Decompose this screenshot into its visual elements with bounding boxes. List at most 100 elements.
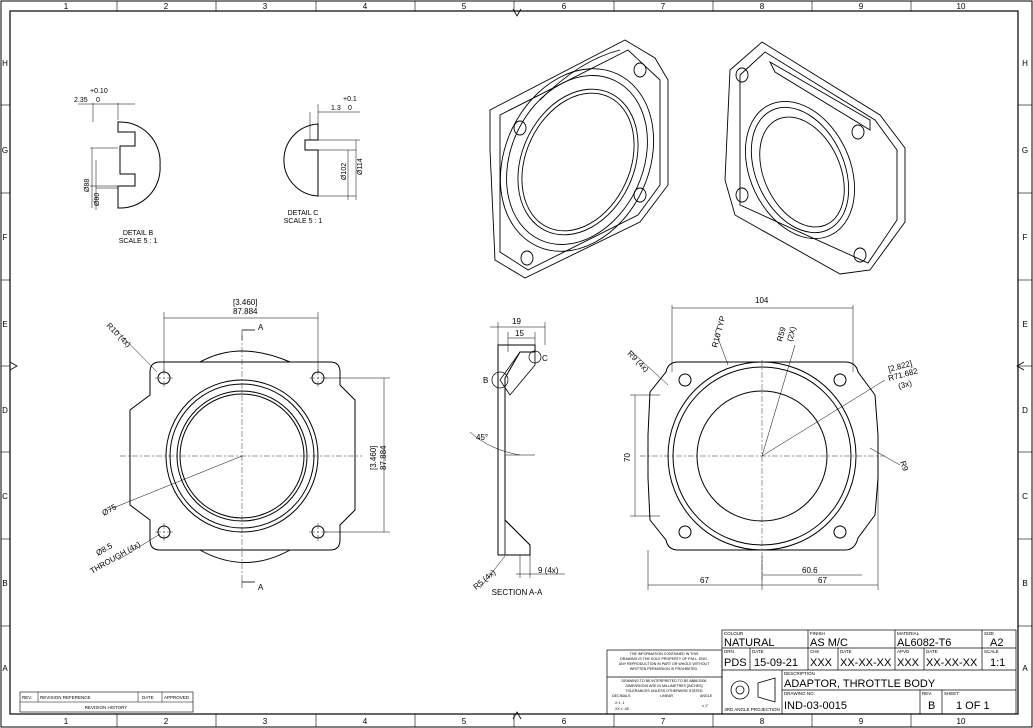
col-label-6-bottom: 6 [562, 717, 567, 726]
tol-x: .X ± .1 [614, 701, 624, 705]
notice-4: WRITTEN PERMISSION IS PROHIBITED. [630, 667, 698, 671]
row-label-c-right: C [1022, 492, 1028, 501]
front-view: [3.460] 87.884 [3.460] 87.884 R10 (4x) A… [89, 298, 390, 592]
col-label-8: 8 [760, 2, 765, 11]
chk-value: XXX [810, 657, 833, 669]
section-dim-inner: 15 [515, 329, 524, 338]
rev-value: B [928, 700, 935, 712]
detail-b-dia-2: Ø80 [94, 193, 101, 206]
description-value: ADAPTOR, THROTTLE BODY [784, 678, 936, 690]
sheet-label: SHEET [944, 691, 959, 696]
projection-label: 3RD ANGLE PROJECTION [724, 707, 780, 712]
front-holes-note: THROUGH (4x) [89, 540, 143, 576]
finish-label: FINISH [810, 631, 825, 636]
rear-width: 104 [755, 296, 769, 305]
rear-view: 104 R10 TYP R59 (2X) R9 (4x) [2.822] R71… [623, 296, 919, 590]
row-label-a-right: A [1022, 664, 1028, 673]
isometric-view-rear [724, 41, 906, 275]
row-label-f: F [3, 233, 8, 242]
detail-b-depth: 2.35 [74, 97, 88, 104]
rear-dim-a: 60.6 [802, 566, 818, 575]
col-label-7-bottom: 7 [661, 717, 666, 726]
detail-c-depth: 1.3 [331, 105, 341, 112]
drawing-no-value: IND-03-0015 [784, 700, 847, 712]
rear-dim-left: 67 [700, 576, 709, 585]
col-label-4: 4 [363, 2, 368, 11]
scale-label: SCALE [984, 649, 999, 654]
notice-6: DIMENSIONS ARE IN MILLIMETRES [INCHES] [625, 684, 702, 688]
detail-b-tol-upper: +0.10 [90, 88, 108, 95]
col-label-5-bottom: 5 [462, 717, 467, 726]
detail-c-tol-upper: +0.1 [343, 96, 357, 103]
detail-b: +0.10 0 2.35 Ø88 Ø80 DETAIL B SCALE 5 : … [74, 88, 161, 245]
tol-linear: LINEAR [660, 694, 673, 698]
front-width-ref: [3.460] [233, 298, 257, 307]
detail-b-title: DETAIL B [123, 230, 154, 237]
section-label-c: C [542, 354, 548, 363]
col-label-3-bottom: 3 [263, 717, 268, 726]
row-label-h-right: H [1022, 59, 1028, 68]
col-label-2-bottom: 2 [164, 717, 169, 726]
isometric-view-front [489, 39, 669, 279]
scale-value: 1:1 [990, 657, 1005, 669]
row-label-f-right: F [1023, 233, 1028, 242]
material-value: AL6082-T6 [897, 637, 951, 649]
finish-value: AS M/C [810, 637, 848, 649]
col-label-9: 9 [859, 2, 864, 11]
col-label-10: 10 [957, 2, 966, 11]
col-label-4-bottom: 4 [363, 717, 368, 726]
section-label-b: B [483, 376, 488, 385]
colour-value: NATURAL [724, 637, 775, 649]
chk-label: CHK [810, 649, 820, 654]
rear-r-big-ref: (2X) [785, 325, 798, 342]
col-label-7: 7 [661, 2, 666, 11]
detail-c-dia-1: Ø102 [341, 163, 348, 180]
colour-label: COLOUR [724, 631, 744, 636]
section-view: 19 15 B C 45° R5 (4x) 9 (4x) SECTION A-A [469, 317, 565, 597]
col-label-9-bottom: 9 [859, 717, 864, 726]
row-label-e: E [2, 320, 7, 329]
revision-table: REV. REVISION REFERENCE DATE APPROVED RE… [19, 691, 194, 713]
rev-approved-col: APPROVED [164, 695, 190, 700]
rev-ref-col: REVISION REFERENCE [40, 695, 91, 700]
projection-cone-icon [757, 677, 776, 703]
sheet-value: 1 OF 1 [956, 700, 990, 712]
col-label-3: 3 [263, 2, 268, 11]
notice-5: DRAWING TO BE INTERPRETED TO BS 8888:200… [622, 679, 707, 683]
rear-r-corner: R9 (4x) [626, 349, 651, 374]
apvd-value: XXX [897, 657, 920, 669]
tol-xx: .XX ± .05 [614, 707, 629, 711]
col-label-6: 6 [562, 2, 567, 11]
front-radius-note: R10 (4x) [105, 321, 133, 349]
row-label-a: A [2, 664, 8, 673]
rev-date-col: DATE [142, 695, 154, 700]
row-label-b: B [2, 579, 7, 588]
desc-label: DESCRIPTION [784, 671, 815, 676]
rear-r-count: (3x) [897, 379, 913, 391]
col-label-5: 5 [462, 2, 467, 11]
section-angle: 45° [476, 433, 488, 442]
col-label-8-bottom: 8 [760, 717, 765, 726]
date-label: DATE [752, 649, 764, 654]
tol-ang: ± 1° [702, 704, 709, 708]
chk-date-value: XX-XX-XX [840, 657, 892, 669]
front-height: 87.884 [379, 445, 388, 470]
rear-dim-right: 67 [818, 576, 827, 585]
projection-circle-icon [730, 680, 750, 700]
col-label-2: 2 [164, 2, 169, 11]
tol-angle: ANGLE [700, 694, 713, 698]
row-label-g-right: G [1022, 146, 1028, 155]
apvd-label: APVD [897, 649, 910, 654]
notice-2: DRAWING IS THE SOLE PROPERTY OF P.M.L. E… [620, 657, 708, 661]
front-width: 87.884 [233, 307, 258, 316]
row-label-g: G [2, 146, 8, 155]
front-bore: Ø75 [101, 502, 119, 518]
col-label-1-bottom: 1 [64, 717, 69, 726]
row-label-d-right: D [1022, 406, 1028, 415]
rear-r-big: R59 [775, 325, 788, 342]
detail-c-scale: SCALE 5 : 1 [284, 218, 323, 225]
rear-height: 70 [623, 453, 632, 462]
detail-b-tol-lower: 0 [96, 97, 100, 104]
detail-b-scale: SCALE 5 : 1 [119, 238, 158, 245]
